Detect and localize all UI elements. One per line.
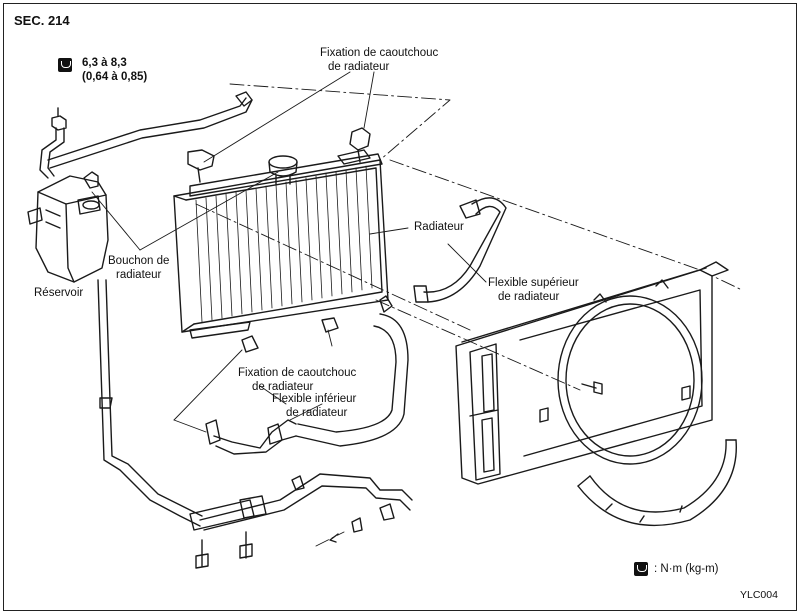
label-rubber-mount-top-2: de radiateur [328,61,390,73]
reservoir-tank [27,171,109,283]
legend-unit-text: : N·m (kg-m) [654,563,719,575]
label-rubber-mount-top: Fixation de caoutchouc [320,47,439,59]
overflow-hose [97,279,203,527]
shroud-bolt [581,381,603,395]
alignment-lines [195,83,743,547]
bottom-rubber-mount [241,317,339,353]
torque-value-kgm: (0,64 à 0,85) [82,71,148,83]
label-radiator-cap-2: radiateur [116,269,162,281]
leader-lines [91,71,487,433]
label-reservoir: Réservoir [34,287,84,299]
reservoir-hose [39,91,253,179]
top-rubber-mounts [187,127,371,183]
figure-code: YLC004 [740,589,778,601]
diagram-frame [3,3,797,611]
radiator-core [173,153,389,339]
label-rubber-mount-bottom: Fixation de caoutchouc [238,367,357,379]
label-lower-hose: Flexible inférieur [272,393,357,405]
label-radiator-cap: Bouchon de [108,255,170,267]
fan-shroud [455,261,729,485]
legend-torque-icon [634,562,648,576]
label-upper-hose-2: de radiateur [498,291,560,303]
label-rubber-mount-bottom-2: de radiateur [252,381,314,393]
label-lower-hose-2: de radiateur [286,407,348,419]
oil-cooler-lines [189,473,413,569]
label-radiator: Radiateur [414,221,464,233]
torque-value: 6,3 à 8,3 [82,57,127,69]
upper-hose [413,197,507,303]
section-number: SEC. 214 [14,13,70,28]
label-upper-hose: Flexible supérieur [488,277,579,289]
lower-hose [205,295,409,455]
radiator-cap [268,155,298,185]
torque-wrench-icon [58,58,72,72]
lower-fan-shroud [577,439,737,527]
reservoir-bolt [51,107,67,131]
